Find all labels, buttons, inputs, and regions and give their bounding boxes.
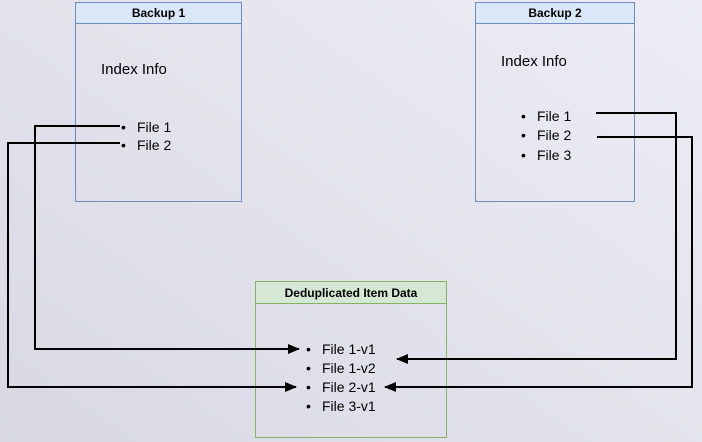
list-item: • File 1-v2 — [306, 358, 376, 377]
file-label: File 2 — [137, 137, 172, 153]
dedup-item-label: File 1-v1 — [322, 340, 376, 357]
bullet-icon: • — [306, 359, 311, 376]
bullet-icon: • — [521, 146, 526, 163]
bullet-icon: • — [521, 107, 526, 124]
backup2-header: Backup 2 — [476, 3, 634, 24]
backup1-title: Backup 1 — [131, 6, 186, 20]
list-item: • File 3 — [521, 145, 571, 165]
bullet-icon: • — [521, 127, 526, 144]
backup2-index-info-label: Index Info — [501, 53, 567, 70]
backup1-file-list: • File 1 • File 2 — [121, 118, 171, 154]
backup1-box: Backup 1 Index Info • File 1 • File 2 — [75, 2, 242, 202]
backup2-box: Backup 2 Index Info • File 1 • File 2 • … — [475, 2, 635, 202]
list-item: • File 3-v1 — [306, 397, 376, 416]
backup2-title: Backup 2 — [528, 6, 582, 20]
dedup-header: Deduplicated Item Data — [256, 282, 446, 304]
bullet-icon: • — [306, 340, 311, 357]
backup1-header: Backup 1 — [76, 3, 241, 24]
backup2-file-list: • File 1 • File 2 • File 3 — [521, 106, 571, 165]
bullet-icon: • — [306, 398, 311, 415]
list-item: • File 1 — [521, 106, 571, 126]
bullet-icon: • — [121, 119, 126, 135]
list-item: • File 1 — [121, 118, 171, 136]
file-label: File 1 — [537, 107, 572, 124]
list-item: • File 1-v1 — [306, 339, 376, 358]
bullet-icon: • — [121, 137, 126, 153]
list-item: • File 2 — [121, 136, 171, 154]
dedup-title: Deduplicated Item Data — [284, 285, 418, 300]
dedup-item-label: File 3-v1 — [322, 398, 376, 415]
bullet-icon: • — [306, 378, 311, 395]
list-item: • File 2 — [521, 126, 571, 146]
file-label: File 3 — [537, 146, 572, 163]
dedup-item-list: • File 1-v1 • File 1-v2 • File 2-v1 • Fi… — [306, 339, 376, 416]
dedup-box: Deduplicated Item Data • File 1-v1 • Fil… — [255, 281, 447, 438]
dedup-item-label: File 2-v1 — [322, 378, 376, 395]
backup1-index-info-label: Index Info — [101, 61, 167, 78]
list-item: • File 2-v1 — [306, 377, 376, 396]
dedup-item-label: File 1-v2 — [322, 359, 376, 376]
file-label: File 2 — [537, 127, 572, 144]
file-label: File 1 — [137, 119, 172, 135]
